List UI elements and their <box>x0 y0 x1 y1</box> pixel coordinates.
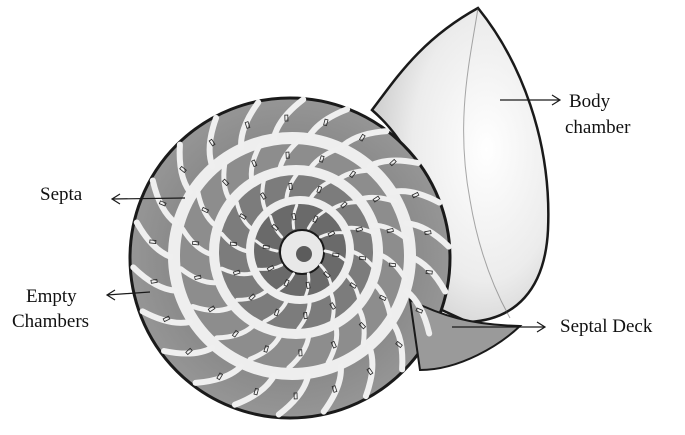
label-empty: Empty <box>26 285 77 308</box>
label-body: Body <box>569 90 610 113</box>
label-septal-deck: Septal Deck <box>560 315 652 338</box>
label-septa: Septa <box>40 183 82 206</box>
label-chambers: Chambers <box>12 310 89 333</box>
whorl-eye <box>296 246 312 262</box>
label-chamber: chamber <box>565 116 630 139</box>
